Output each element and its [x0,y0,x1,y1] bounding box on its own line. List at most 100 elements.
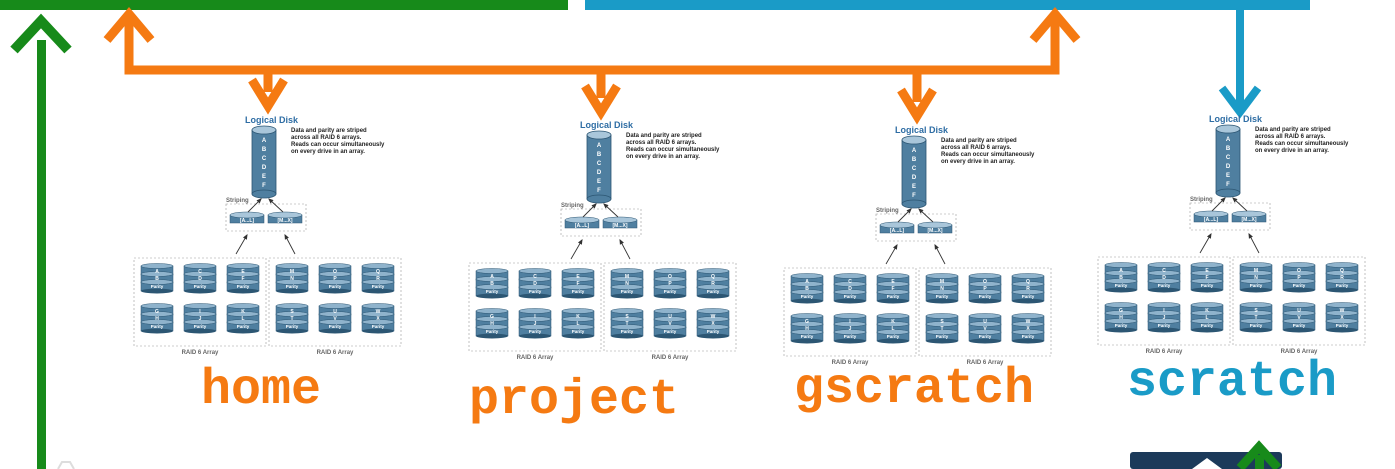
disk-base [562,293,594,299]
watermark-logo-icon [57,461,75,469]
disk-platter-top [1239,302,1273,308]
disk-letter: U [668,314,672,320]
orange-up-arrow-icon [1029,7,1081,43]
logical-disk-letter: A [597,143,602,149]
logical-disk-bottom [901,199,927,209]
disk-platter-top [518,308,552,314]
description-line: on every drive in an array. [291,149,365,155]
disk-base [791,338,823,344]
disk-platter-top [790,313,824,319]
logical-disk-letter: B [262,147,267,153]
arrowhead-icon [906,208,912,214]
orange-down-arrow-icon [897,87,937,125]
stripe-label: [M...X] [278,218,293,224]
disk-platter-top [275,319,309,325]
orange-down-arrow-icon [581,83,621,121]
description-line: Reads can occur simultaneously [291,142,385,148]
striping-box [225,203,307,232]
disk-platter-top [275,303,309,309]
blue-connector [1218,8,1262,119]
disk-letter: W [376,309,381,315]
disk-parity-label: Parity [151,324,164,329]
logical-disk-letter: B [1226,146,1231,152]
description-line: across all RAID 6 arrays. [1255,134,1326,140]
disk-platter-top [140,279,174,285]
raid-array-label: RAID 6 Array [517,355,554,361]
disk-letter: B [155,276,159,282]
description-line: Reads can occur simultaneously [941,152,1035,158]
disk-letter: R [1340,275,1344,281]
blue-bar [585,0,1310,10]
disk-letter: O [983,279,987,285]
arrowhead-icon [934,243,939,250]
disk-platter-top [226,319,260,325]
description-line: Data and parity are striped [1255,127,1331,133]
disk-letter: B [1119,275,1123,281]
disk-platter-top [1011,313,1045,319]
disk-platter-top [183,311,217,317]
disk-platter-top [1104,262,1138,268]
disk-platter-top [361,263,395,269]
disk-platter-top [968,281,1002,287]
disk-letter: O [1297,268,1301,274]
disk-parity-label: Parity [237,284,250,289]
disk-letter: J [534,321,537,327]
disk-platter-top [1239,318,1273,324]
disk-letter: Q [1026,279,1030,285]
disk-platter-top [1190,270,1224,276]
disk-platter-top [518,324,552,330]
disk-platter-top [1190,302,1224,308]
disk-letter: U [983,319,987,325]
disk-platter-top [518,268,552,274]
disk-parity-label: Parity [1158,283,1171,288]
disk-parity-label: Parity [1250,323,1263,328]
raid-array-box [1232,256,1366,346]
disk-parity-label: Parity [1022,294,1035,299]
disk-parity-label: Parity [486,289,499,294]
disk-base [1105,327,1137,333]
disk-base [476,293,508,299]
disk-letter: K [1205,308,1209,314]
disk-platter-top [475,316,509,322]
raid-array-label: RAID 6 Array [832,360,869,366]
logical-disk-letter: E [912,184,916,190]
description-line: across all RAID 6 arrays. [941,145,1012,151]
disk-parity-label: Parity [664,289,677,294]
disk-platter-top [925,281,959,287]
disk-platter-top [318,279,352,285]
disk-platter-top [653,276,687,282]
disk-letter: U [1297,308,1301,314]
disk-letter: I [534,314,536,320]
disk-platter-top [183,303,217,309]
disk-platter-top [561,276,595,282]
disk-parity-label: Parity [529,289,542,294]
disk-letter: X [1340,315,1344,321]
stripe-disk-top [879,221,915,229]
disk-base [1191,327,1223,333]
description-line: Reads can occur simultaneously [1255,141,1349,147]
disk-base [319,328,351,334]
disk-platter-top [833,273,867,279]
disk-platter-top [475,308,509,314]
stripe-disk-top [267,211,303,219]
disk-letter: X [1026,326,1030,332]
logical-disk-bottom [1215,188,1241,198]
label-home: home [201,362,322,419]
disk-letter: P [333,276,337,282]
disk-platter-top [696,308,730,314]
disk-letter: H [1119,315,1123,321]
disk-platter-top [226,303,260,309]
disk-base [969,298,1001,304]
disk-platter-top [1325,310,1359,316]
disk-platter-top [1325,278,1359,284]
disk-platter-top [275,311,309,317]
disk-letter: L [241,316,244,322]
disk-letter: E [1205,268,1209,274]
disk-platter-top [610,284,644,290]
disk-platter-top [1011,281,1045,287]
disk-parity-label: Parity [664,329,677,334]
disk-parity-label: Parity [151,284,164,289]
stripe-disk-top [917,221,953,229]
disk-platter-top [1325,318,1359,324]
